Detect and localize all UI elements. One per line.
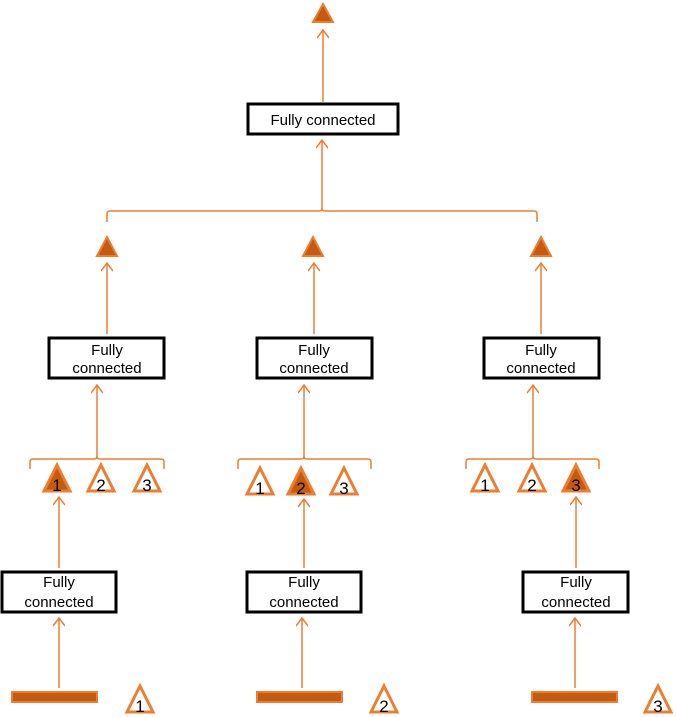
group-2-lower-box-line2: connected (269, 594, 338, 611)
group-2-input-number: 2 (379, 697, 388, 716)
group-3-upper-box-line2: connected (506, 360, 575, 377)
group-1-triangle-3-icon (131, 461, 163, 493)
group-1: Fully connected 1 2 3 Fully connected 1 (0, 234, 166, 716)
top-box-label: Fully connected (270, 112, 375, 129)
group-3-input-bar (531, 691, 618, 703)
top-merge-brace (106, 207, 538, 222)
group-2-lower-box-line1: Fully (288, 574, 320, 591)
group-1-input-bar (11, 691, 98, 703)
group-2-triangle-2-icon (285, 464, 317, 496)
group-1-input-triangle-icon (124, 682, 156, 714)
top-output-triangle-icon (311, 1, 335, 23)
group-1-lower-box-line1: Fully (43, 574, 75, 591)
group-3-input-number: 3 (653, 697, 662, 716)
group-2-triangle-2-number: 2 (296, 479, 305, 498)
group-2-brace (237, 455, 372, 469)
group-3-triangle-3-icon (560, 461, 592, 493)
group-2-upper-box-line2: connected (279, 360, 348, 377)
group-1-upper-box-line1: Fully (91, 342, 123, 359)
group-1-upper-fully-connected-box (47, 336, 166, 380)
group-3-lower-box-line2: connected (541, 594, 610, 611)
group-2-triangle-1-number: 1 (255, 479, 264, 498)
group-1-triangle-3-number: 3 (142, 476, 151, 495)
group-3-output-triangle-icon (529, 234, 553, 257)
group-2-input-bar (256, 691, 343, 703)
group-1-lower-box-line2: connected (24, 594, 93, 611)
group-3-brace (465, 455, 600, 469)
group-3-lower-box-line1: Fully (560, 574, 592, 591)
top-fully-connected-box (246, 102, 400, 136)
group-1-brace (29, 455, 165, 469)
group-1-input-number: 1 (135, 697, 144, 716)
group-2: Fully connected 1 2 3 Fully connected 2 (237, 234, 400, 716)
group-2-triangle-1-icon (244, 464, 276, 496)
group-3-triangle-3-number: 3 (571, 476, 580, 495)
group-3: Fully connected 1 2 3 Fully connected 3 (465, 234, 674, 716)
group-3-input-triangle-icon (642, 682, 674, 714)
group-2-upper-fully-connected-box (255, 336, 374, 380)
group-1-upper-box-line2: connected (72, 360, 141, 377)
group-2-triangle-3-number: 3 (339, 479, 348, 498)
group-3-upper-box-line1: Fully (525, 342, 557, 359)
group-1-triangle-1-icon (41, 461, 73, 493)
group-1-triangle-2-number: 2 (96, 476, 105, 495)
group-2-input-triangle-icon (368, 682, 400, 714)
group-3-triangle-1-number: 1 (480, 476, 489, 495)
group-2-lower-fully-connected-box (245, 570, 363, 614)
group-1-lower-fully-connected-box (0, 570, 118, 614)
group-3-triangle-2-number: 2 (527, 476, 536, 495)
group-1-output-triangle-icon (95, 234, 119, 257)
group-1-triangle-2-icon (85, 461, 117, 493)
group-3-lower-fully-connected-box (521, 570, 630, 614)
group-2-output-triangle-icon (301, 234, 325, 257)
group-2-upper-box-line1: Fully (298, 342, 330, 359)
group-3-triangle-2-icon (516, 461, 548, 493)
group-3-upper-fully-connected-box (482, 336, 601, 380)
group-1-triangle-1-number: 1 (52, 476, 61, 495)
group-2-triangle-3-icon (328, 464, 360, 496)
group-3-triangle-1-icon (469, 461, 501, 493)
